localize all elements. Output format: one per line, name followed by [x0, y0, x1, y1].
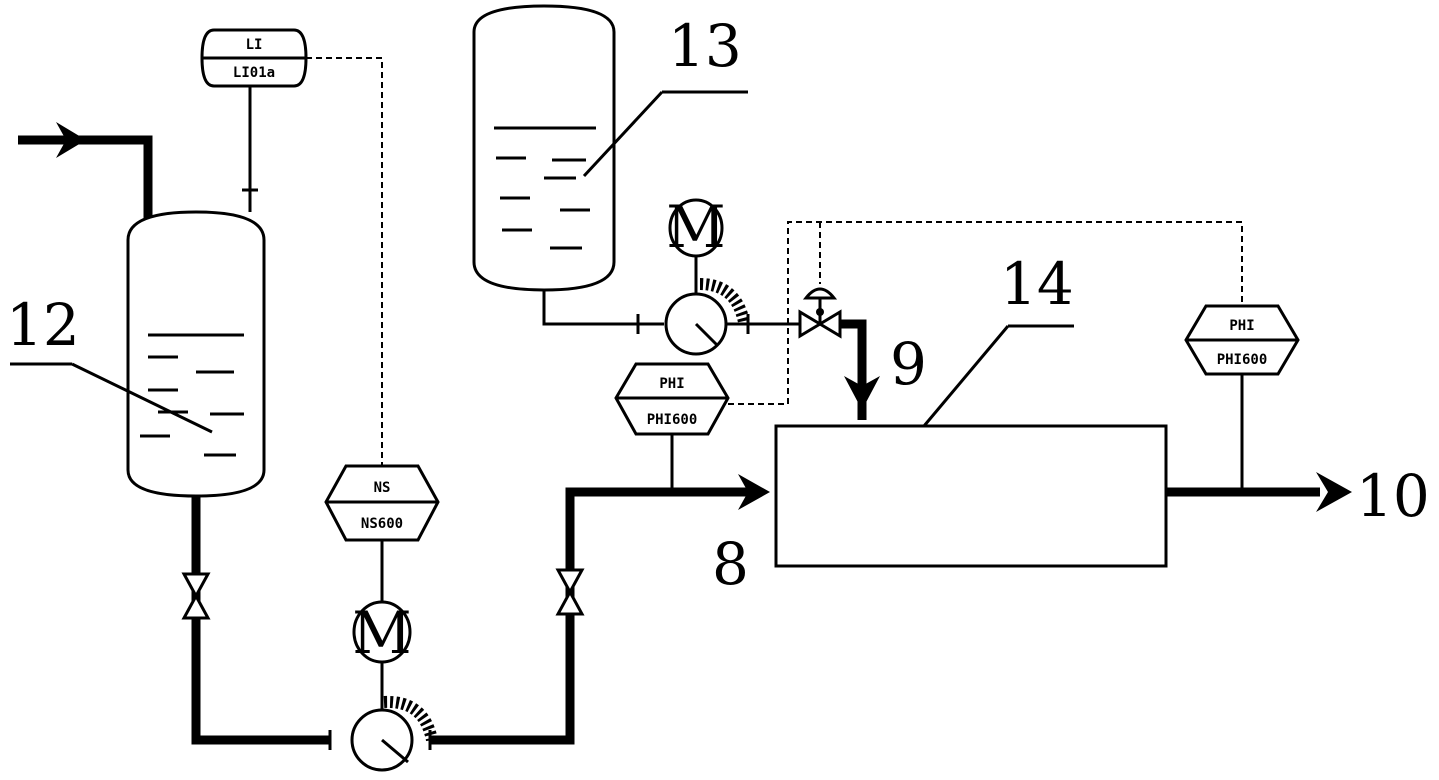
level-indicator: LI LI01a [200, 28, 308, 88]
feed-inlet-line [18, 135, 153, 218]
inlet-pressure-top: PHI [659, 376, 684, 392]
level-indicator-top: LI [246, 37, 263, 53]
outlet-pressure-top: PHI [1229, 318, 1254, 334]
stream-9-label: 9 [890, 330, 927, 398]
inlet-pressure-indicator: PHI PHI600 [614, 362, 730, 436]
speed-controller-top: NS [374, 480, 391, 496]
stream-9-line [840, 319, 867, 420]
feed-inlet-arrow [56, 122, 86, 158]
tank-13-label: 13 [668, 12, 742, 80]
tank-12 [126, 210, 266, 498]
unit-14 [774, 424, 1168, 568]
tank-12-leader [71, 362, 213, 434]
tank-13 [472, 4, 616, 292]
discharge-valve [555, 568, 585, 616]
stream-9-arrow [844, 376, 880, 410]
stream-10-arrow [1316, 472, 1352, 512]
tank-13-outlet-line [542, 290, 664, 326]
dosing-pump [664, 278, 750, 356]
speed-controller-bottom: NS600 [361, 516, 403, 532]
tank-12-label: 12 [6, 291, 80, 359]
stream-8-line [430, 487, 760, 745]
level-signal-line [306, 57, 383, 466]
outlet-pressure-bottom: PHI600 [1217, 352, 1268, 368]
control-valve [798, 287, 842, 339]
outlet-valve-left [181, 572, 211, 620]
main-pump-motor: M [352, 599, 411, 667]
inlet-pressure-bottom: PHI600 [647, 412, 698, 428]
dosing-pump-motor-symbol: M [666, 193, 725, 261]
stream-8-arrow [738, 474, 770, 510]
tank-13-leader [582, 90, 664, 178]
dosing-pump-motor: M [666, 193, 725, 261]
tank-12-outlet-line [191, 496, 330, 745]
main-pump [350, 695, 438, 772]
stream-8-label: 8 [712, 530, 749, 598]
main-pump-motor-symbol: M [352, 599, 411, 667]
level-indicator-bottom: LI01a [233, 65, 275, 81]
outlet-pressure-indicator: PHI PHI600 [1184, 304, 1300, 376]
inlet-signal-line [728, 221, 1243, 405]
unit-14-leader [922, 325, 1010, 427]
speed-controller: NS NS600 [324, 464, 440, 542]
stream-10-label: 10 [1356, 462, 1430, 530]
unit-14-label: 14 [1000, 250, 1074, 318]
